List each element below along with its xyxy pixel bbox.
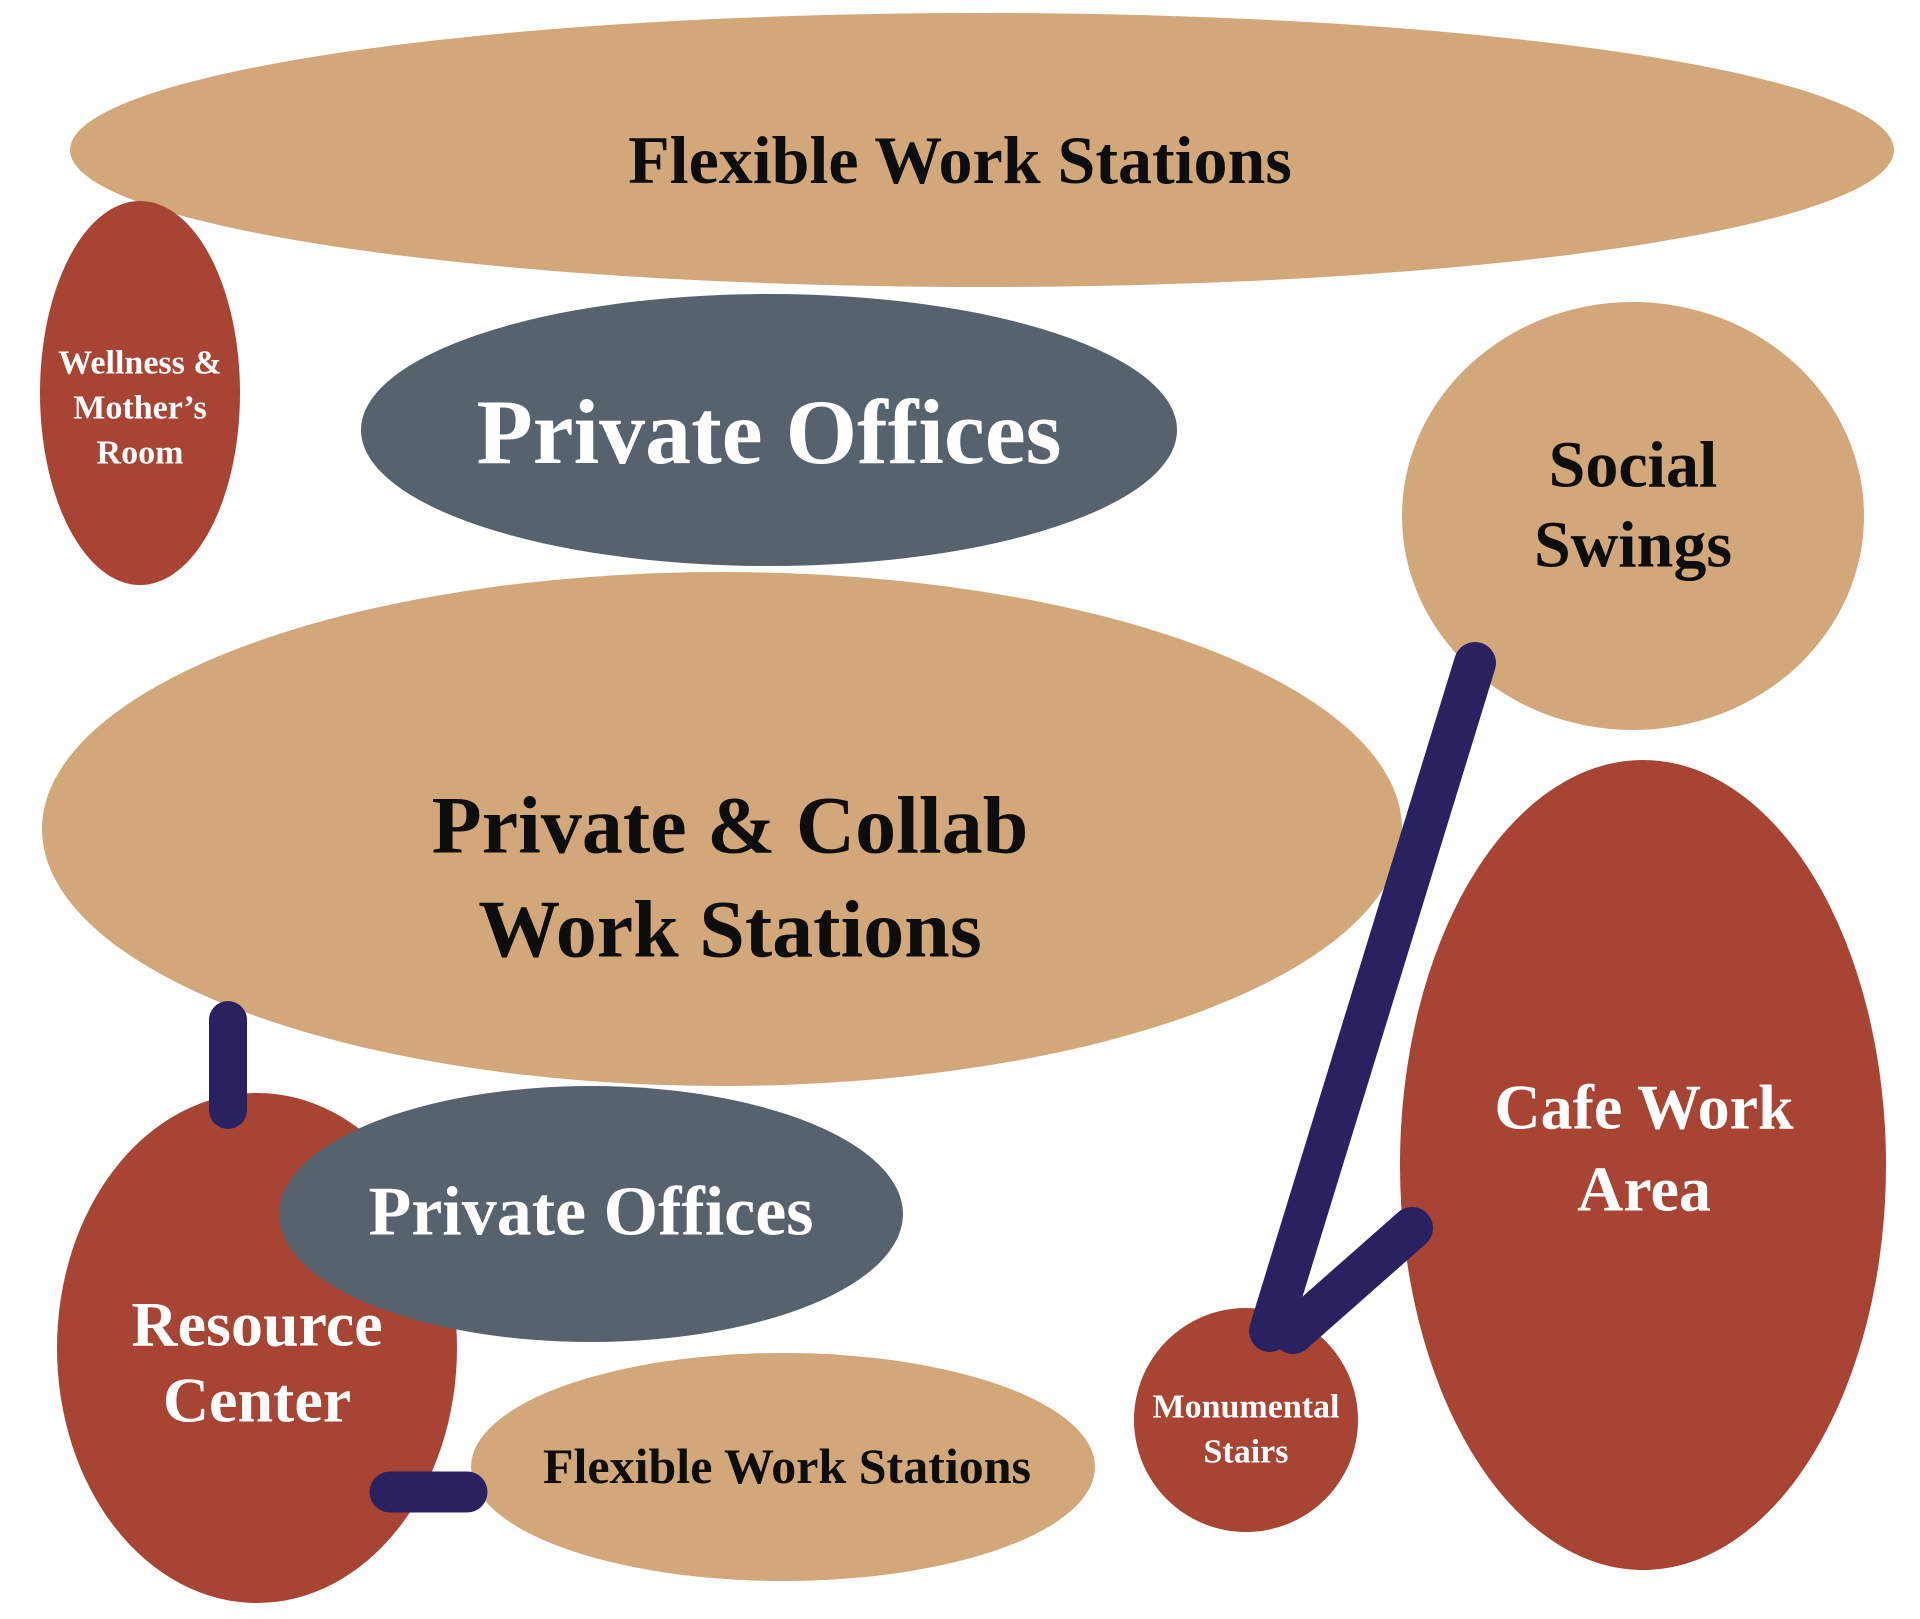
label-flexible-work-stations-bottom: Flexible Work Stations bbox=[543, 1438, 1031, 1494]
label-wellness-line1: Wellness & bbox=[58, 345, 221, 382]
bubble-private-collab-work-stations bbox=[42, 572, 1402, 1086]
bubble-wellness-mothers-room bbox=[40, 201, 240, 585]
bubble-cafe-work-area bbox=[1400, 760, 1886, 1570]
connector-cafe-to-stairs bbox=[1272, 1207, 1433, 1354]
label-wellness-line3: Room bbox=[97, 435, 184, 472]
label-wellness-line2: Mother’s bbox=[73, 390, 206, 427]
label-private-offices-bottom: Private Offices bbox=[368, 1174, 813, 1251]
label-private-offices-top: Private Offices bbox=[477, 381, 1062, 483]
label-private-collab-line1: Private & Collab bbox=[432, 780, 1029, 871]
label-social-swings-line1: Social bbox=[1549, 429, 1718, 502]
bubble-private-offices-top bbox=[361, 294, 1177, 566]
label-monumental-stairs-line2: Stairs bbox=[1204, 1434, 1289, 1471]
connector-swings-to-stairs bbox=[1249, 642, 1496, 1352]
label-resource-center-line2: Center bbox=[163, 1365, 351, 1436]
label-cafe-work-area-line2: Area bbox=[1577, 1154, 1711, 1225]
label-resource-center-line1: Resource bbox=[131, 1289, 382, 1360]
bubble-monumental-stairs bbox=[1134, 1308, 1358, 1532]
bubble-flexible-work-stations-bottom bbox=[471, 1353, 1095, 1581]
label-cafe-work-area-line1: Cafe Work bbox=[1494, 1072, 1794, 1143]
label-monumental-stairs-line1: Monumental bbox=[1153, 1389, 1340, 1426]
bubble-social-swings bbox=[1402, 302, 1864, 730]
label-private-collab-line2: Work Stations bbox=[478, 884, 982, 975]
bubble-flexible-work-stations-top bbox=[70, 13, 1894, 287]
bubble-private-offices-bottom bbox=[279, 1086, 903, 1342]
label-social-swings-line2: Swings bbox=[1534, 509, 1732, 582]
label-flexible-work-stations-top: Flexible Work Stations bbox=[628, 122, 1292, 198]
